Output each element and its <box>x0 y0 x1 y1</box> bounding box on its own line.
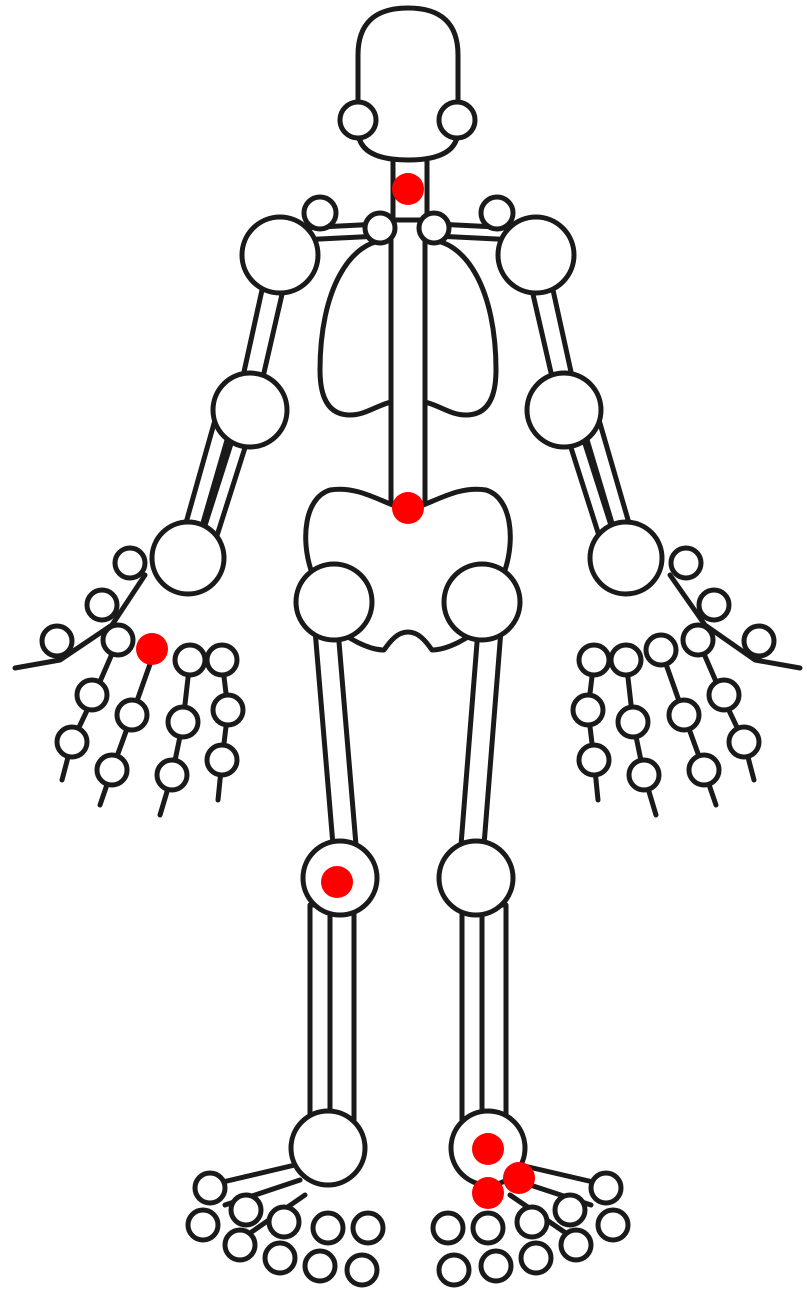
marker-left-midfoot <box>472 1177 504 1209</box>
marker-right-hand-palm <box>136 633 168 665</box>
right-foot-group <box>188 1165 383 1285</box>
right-toe-bone <box>353 1213 383 1243</box>
left-arm-group <box>498 217 800 815</box>
right-tibia <box>330 905 354 1120</box>
jaw-joint-left <box>439 102 475 138</box>
spine <box>391 220 425 520</box>
marker-right-knee <box>321 866 353 898</box>
right-finger1-joint-2 <box>57 727 87 757</box>
left-toe-bone <box>591 1173 621 1203</box>
left-thumb-joint-1 <box>671 548 701 578</box>
right-arm-group <box>15 217 318 815</box>
sternum-joint-left <box>419 213 449 243</box>
right-finger3-joint-1 <box>168 707 198 737</box>
left-finger3-joint-1 <box>618 707 648 737</box>
right-knuckle-3 <box>175 645 205 675</box>
left-finger4-joint-1 <box>573 695 603 725</box>
left-toe-bone <box>561 1230 591 1260</box>
right-knuckle-4 <box>207 645 237 675</box>
left-toe-bone <box>521 1243 551 1273</box>
left-toe-bone <box>517 1207 547 1237</box>
shoulder-joint-small-right <box>304 197 336 229</box>
left-fibula <box>482 905 506 1120</box>
right-finger3-joint-2 <box>157 760 187 790</box>
right-toe-bone <box>313 1213 343 1243</box>
left-knuckle-4 <box>579 645 609 675</box>
left-finger-4 <box>588 660 598 800</box>
left-toe-bone <box>481 1251 511 1281</box>
left-wrist-joint <box>590 522 662 594</box>
left-finger1-joint-2 <box>729 727 759 757</box>
right-finger4-joint-1 <box>213 695 243 725</box>
left-finger1-joint-1 <box>709 680 739 710</box>
sternum-joint-right <box>365 213 395 243</box>
left-knee-joint <box>439 841 513 915</box>
marker-neck <box>392 173 424 205</box>
right-finger2-joint-2 <box>97 755 127 785</box>
marker-left-heel <box>503 1162 535 1194</box>
left-toe-bone <box>598 1210 628 1240</box>
left-hip-joint <box>444 564 520 640</box>
right-toe-bone <box>269 1207 299 1237</box>
right-finger1-joint-1 <box>77 680 107 710</box>
marker-left-ankle <box>472 1133 504 1165</box>
right-hip-joint <box>296 564 372 640</box>
right-elbow-joint <box>213 373 287 447</box>
left-knuckle-3 <box>611 645 641 675</box>
left-finger2-joint-1 <box>669 700 699 730</box>
left-finger2-joint-2 <box>689 755 719 785</box>
left-femur <box>461 630 501 845</box>
right-toe-bone <box>225 1230 255 1260</box>
right-finger2-joint-1 <box>117 700 147 730</box>
skull <box>358 8 458 160</box>
left-finger4-joint-2 <box>579 745 609 775</box>
left-knuckle-1 <box>683 625 713 655</box>
right-toe-bone <box>195 1173 225 1203</box>
right-toe-bone <box>265 1243 295 1273</box>
jaw-joint-right <box>340 102 376 138</box>
right-thumb-joint-1 <box>115 548 145 578</box>
right-toe-bone <box>231 1195 261 1225</box>
right-finger-4 <box>218 660 228 800</box>
right-knuckle-1 <box>103 625 133 655</box>
right-thumb-joint-2 <box>87 590 117 620</box>
left-knuckle-2 <box>646 635 676 665</box>
right-toe-bone <box>305 1251 335 1281</box>
left-toe-bone <box>433 1213 463 1243</box>
right-femur <box>315 630 356 845</box>
shoulder-joint-small-left <box>481 197 513 229</box>
right-toe-bone <box>347 1255 377 1285</box>
left-toe-bone <box>439 1255 469 1285</box>
right-shoulder-joint <box>242 217 318 293</box>
left-elbow-joint <box>527 373 601 447</box>
right-toe-bone <box>188 1210 218 1240</box>
right-thumb-joint-3 <box>42 626 72 656</box>
left-leg-group <box>439 564 525 1185</box>
marker-lower-spine <box>392 492 424 524</box>
left-thumb-joint-2 <box>699 590 729 620</box>
left-thumb-joint-3 <box>744 626 774 656</box>
right-finger4-joint-2 <box>207 745 237 775</box>
left-finger3-joint-2 <box>629 760 659 790</box>
right-wrist-joint <box>152 522 224 594</box>
left-shoulder-joint <box>498 217 574 293</box>
left-toe-bone <box>555 1195 585 1225</box>
right-ankle-joint <box>291 1111 365 1185</box>
left-toe-bone <box>473 1213 503 1243</box>
torso-group <box>300 197 516 520</box>
